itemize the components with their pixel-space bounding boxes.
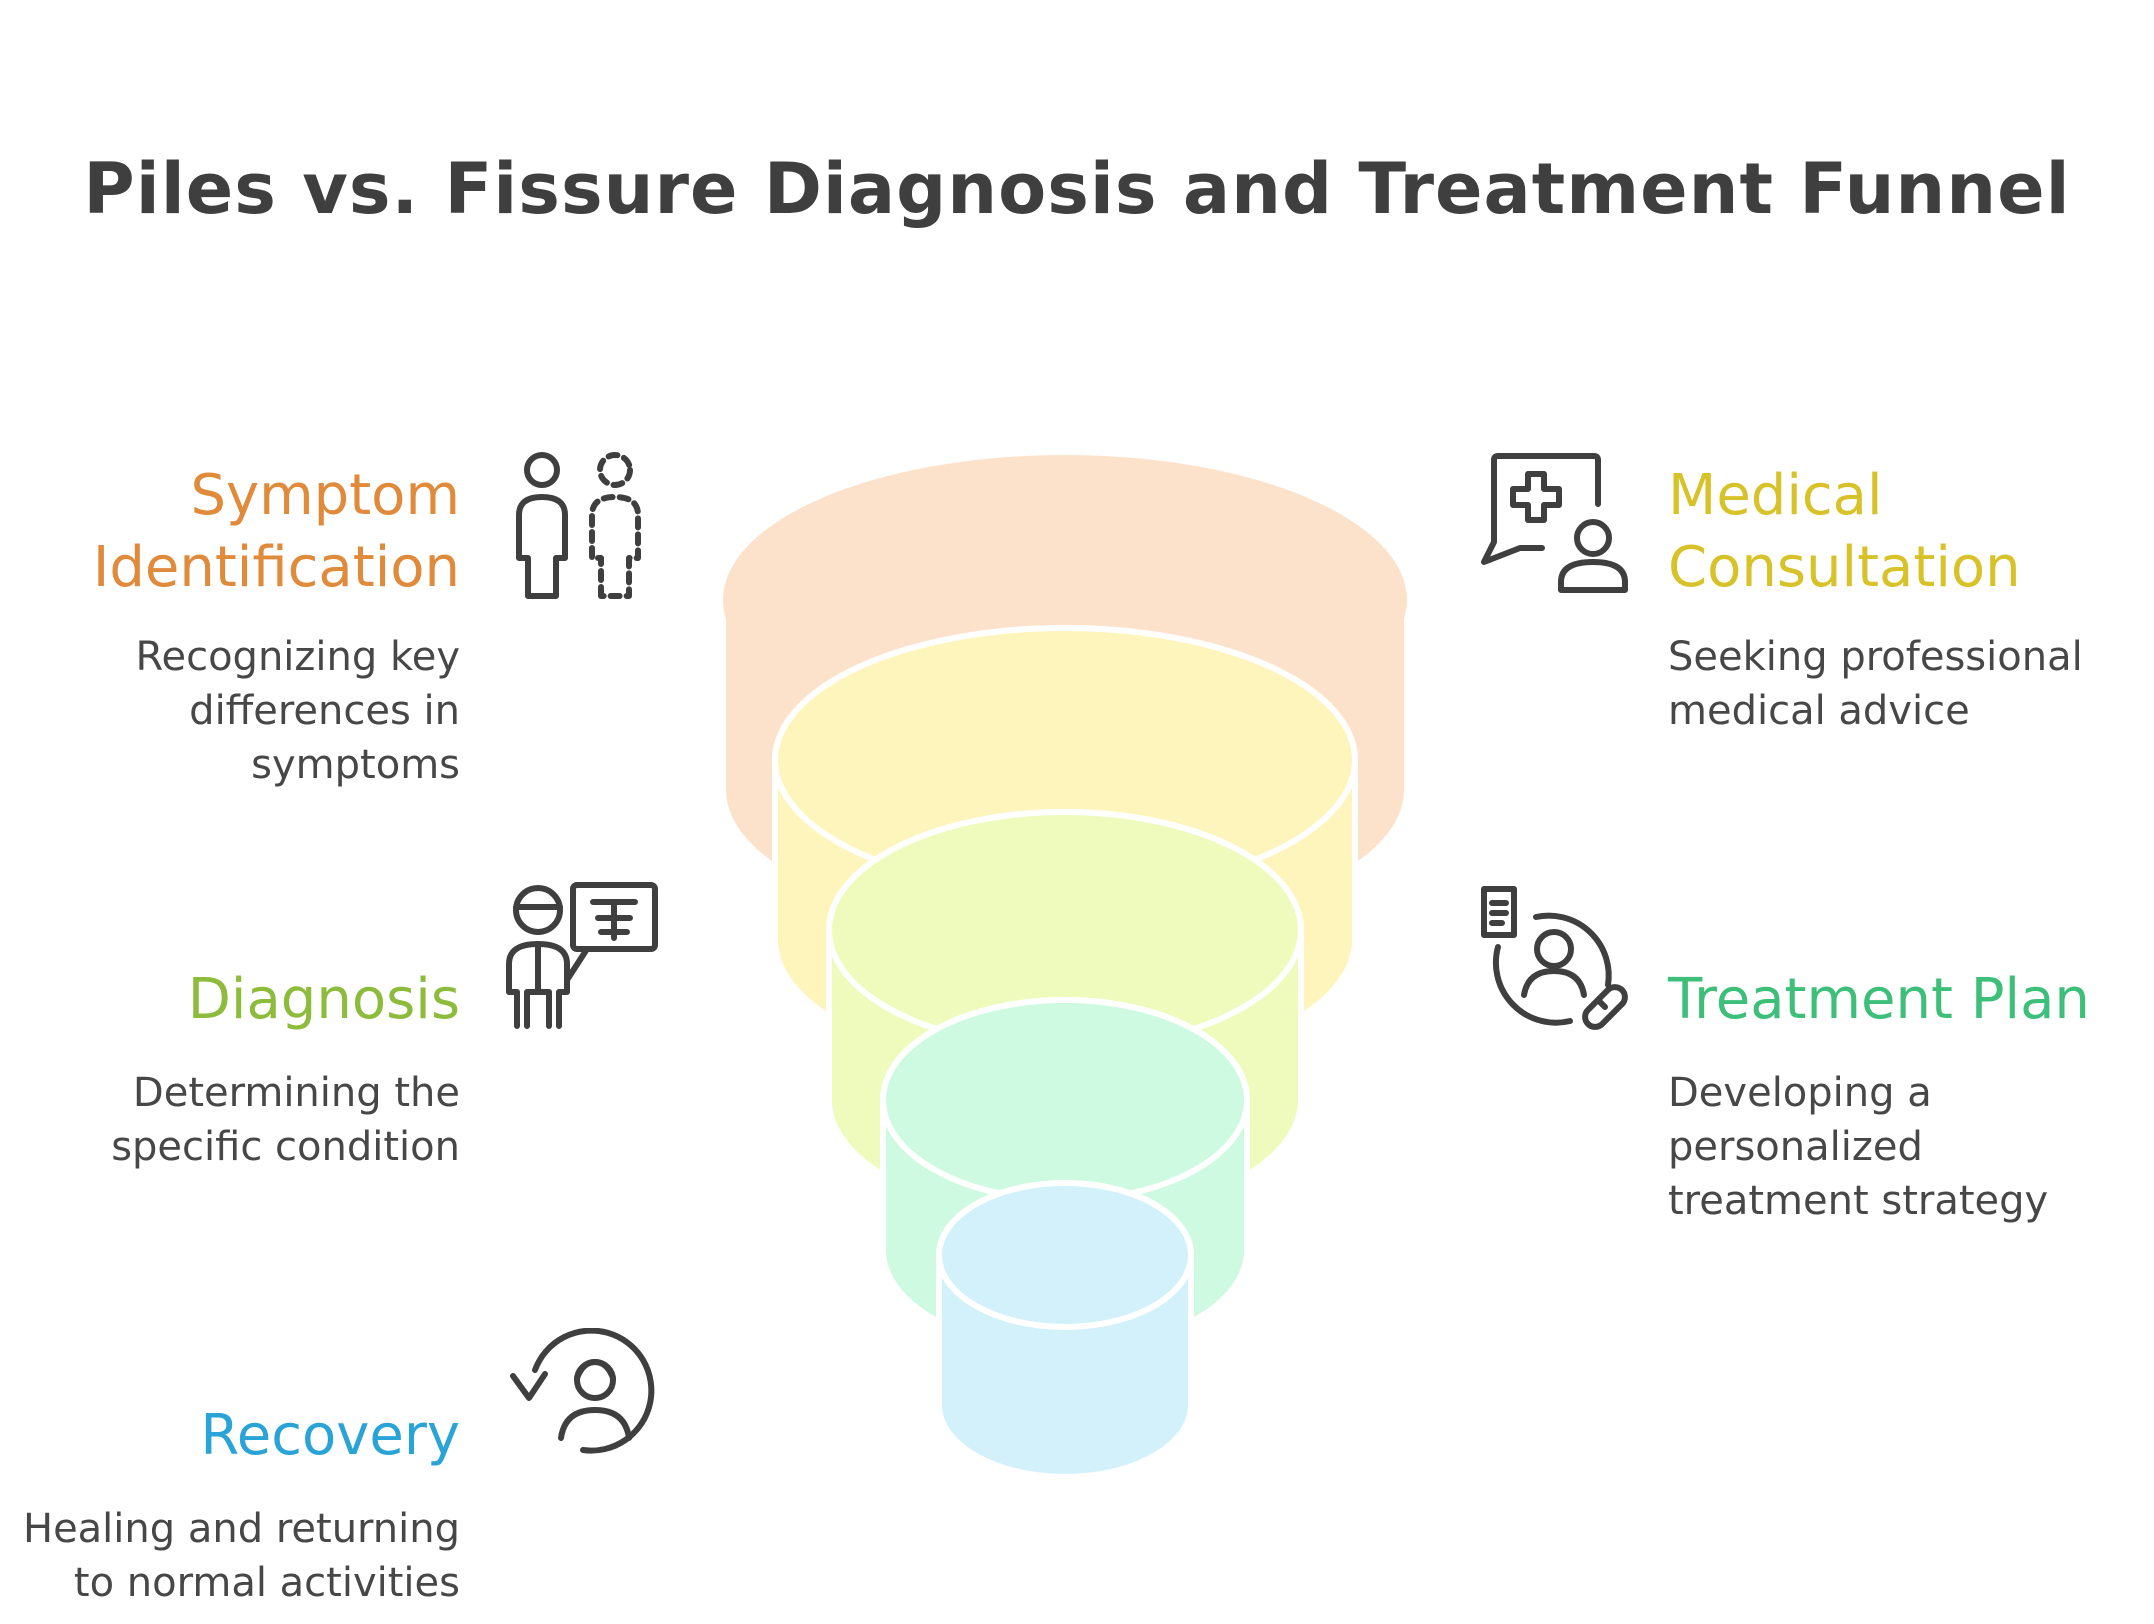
stage-medical-consultation: Medical Consultation Seeking professiona… bbox=[1668, 460, 2154, 738]
stage-recovery: Recovery Healing and returning to normal… bbox=[0, 1400, 460, 1610]
stage-heading: Medical Consultation bbox=[1668, 463, 2021, 600]
stage-diagnosis: Diagnosis Determining the specific condi… bbox=[0, 964, 460, 1174]
stage-heading: Diagnosis bbox=[187, 967, 460, 1032]
stage-description: Recognizing key differences in symptoms bbox=[135, 634, 460, 788]
stage-description: Seeking professional medical advice bbox=[1668, 634, 2083, 734]
stage-description: Developing a personalized treatment stra… bbox=[1668, 1070, 2049, 1224]
stage-symptom-identification: Symptom Identification Recognizing key d… bbox=[0, 460, 460, 792]
stage-treatment-plan: Treatment Plan Developing a personalized… bbox=[1668, 964, 2154, 1228]
stage-heading: Recovery bbox=[200, 1403, 460, 1468]
person-dashed-outline-icon bbox=[505, 450, 645, 600]
medical-chat-icon bbox=[1480, 452, 1630, 602]
doctor-xray-icon bbox=[505, 880, 660, 1035]
funnel-layer-recovery bbox=[936, 1180, 1194, 1480]
stage-description: Determining the specific condition bbox=[111, 1070, 460, 1170]
stage-heading: Symptom Identification bbox=[92, 463, 460, 600]
patient-treatment-icon bbox=[1478, 885, 1630, 1035]
recovery-icon bbox=[505, 1328, 655, 1458]
stage-heading: Treatment Plan bbox=[1668, 967, 2090, 1032]
diagram-title: Piles vs. Fissure Diagnosis and Treatmen… bbox=[83, 148, 2071, 230]
stage-description: Healing and returning to normal activiti… bbox=[22, 1506, 460, 1606]
